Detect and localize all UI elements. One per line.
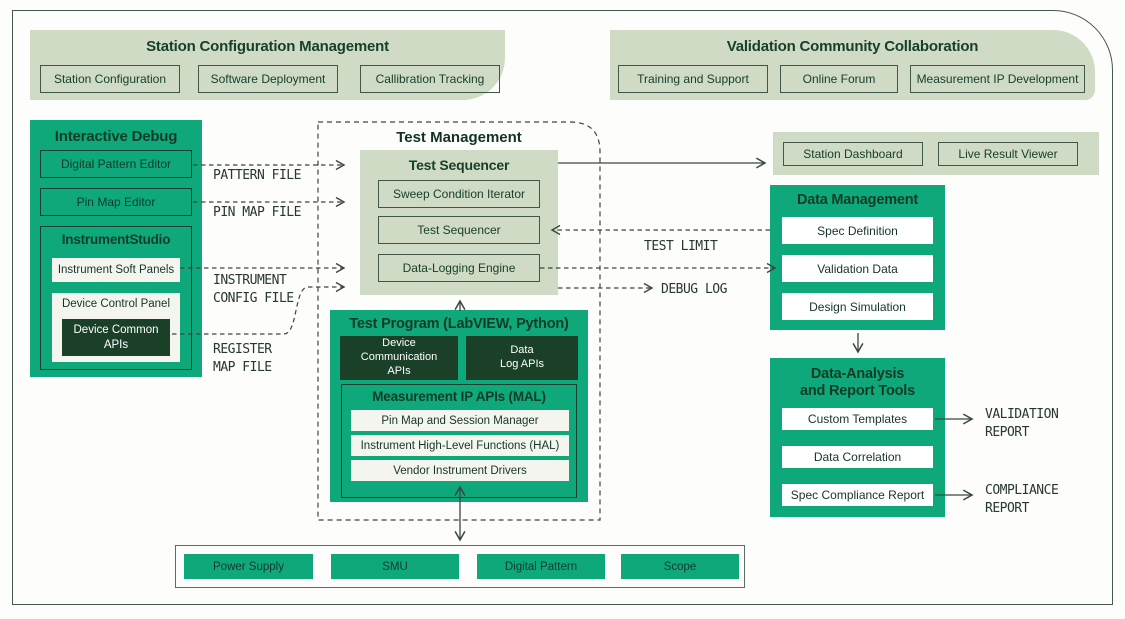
outer-frame xyxy=(12,10,1113,605)
validation-report-label: VALIDATION REPORT xyxy=(985,407,1059,441)
data-analysis-title: Data-Analysis and Report Tools xyxy=(800,366,915,400)
test-sequencer-box: Test Sequencer xyxy=(378,216,540,244)
test-limit-label: TEST LIMIT xyxy=(644,239,718,254)
test-management-title: Test Management xyxy=(396,129,522,146)
spec-definition-box: Spec Definition xyxy=(782,217,933,244)
data-log-apis-box: Data Log APIs xyxy=(466,336,578,380)
instrument-studio-container: InstrumentStudio Instrument Soft Panels … xyxy=(40,226,192,370)
interactive-debug-title: Interactive Debug xyxy=(54,128,178,145)
device-communication-apis-box: Device Communication APIs xyxy=(340,336,458,380)
measurement-ip-apis-title: Measurement IP APIs (MAL) xyxy=(372,389,546,404)
validation-community-collaboration-title: Validation Community Collaboration xyxy=(726,38,979,55)
vendor-instrument-drivers-box: Vendor Instrument Drivers xyxy=(351,460,569,481)
test-program-panel: Test Program (LabVIEW, Python) Device Co… xyxy=(330,310,588,502)
station-configuration-management-band: Station Configuration Management Station… xyxy=(30,30,505,100)
digital-pattern-box: Digital Pattern xyxy=(477,554,605,579)
station-configuration-box: Station Configuration xyxy=(40,65,180,93)
dashboard-band: Station Dashboard Live Result Viewer xyxy=(773,132,1099,175)
validation-community-collaboration-band: Validation Community Collaboration Train… xyxy=(610,30,1095,100)
instrument-config-file-label: INSTRUMENT CONFIG FILE xyxy=(213,273,294,307)
smu-box: SMU xyxy=(331,554,459,579)
station-dashboard-box: Station Dashboard xyxy=(783,142,923,166)
data-logging-engine-box: Data-Logging Engine xyxy=(378,254,540,282)
measurement-ip-apis-container: Measurement IP APIs (MAL) Pin Map and Se… xyxy=(341,384,577,498)
data-correlation-box: Data Correlation xyxy=(782,446,933,468)
pin-map-session-manager-box: Pin Map and Session Manager xyxy=(351,410,569,431)
data-analysis-panel: Data-Analysis and Report Tools Custom Te… xyxy=(770,358,945,517)
pin-map-file-label: PIN MAP FILE xyxy=(213,205,301,220)
device-control-panel-title: Device Control Panel xyxy=(61,298,171,310)
online-forum-box: Online Forum xyxy=(780,65,898,93)
instrument-studio-title: InstrumentStudio xyxy=(61,232,171,247)
test-sequencer-title: Test Sequencer xyxy=(408,157,510,173)
spec-compliance-report-box: Spec Compliance Report xyxy=(782,484,933,506)
callibration-tracking-box: Callibration Tracking xyxy=(360,65,500,93)
validation-data-box: Validation Data xyxy=(782,255,933,282)
design-simulation-box: Design Simulation xyxy=(782,293,933,320)
training-and-support-box: Training and Support xyxy=(618,65,768,93)
compliance-report-label: COMPLIANCE REPORT xyxy=(985,483,1059,517)
custom-templates-box: Custom Templates xyxy=(782,408,933,430)
sweep-condition-iterator-box: Sweep Condition Iterator xyxy=(378,180,540,208)
data-management-title: Data Management xyxy=(796,192,919,208)
debug-log-label: DEBUG LOG xyxy=(661,282,727,297)
digital-pattern-editor-box: Digital Pattern Editor xyxy=(40,150,192,178)
pattern-file-label: PATTERN FILE xyxy=(213,168,301,183)
interactive-debug-panel: Interactive Debug Digital Pattern Editor… xyxy=(30,120,202,377)
instrument-soft-panels-box: Instrument Soft Panels xyxy=(52,258,180,282)
instrument-high-level-functions-box: Instrument High-Level Functions (HAL) xyxy=(351,435,569,456)
station-configuration-management-title: Station Configuration Management xyxy=(146,38,389,55)
scope-box: Scope xyxy=(621,554,739,579)
software-deployment-box: Software Deployment xyxy=(198,65,338,93)
measurement-ip-development-box: Measurement IP Development xyxy=(910,65,1085,93)
live-result-viewer-box: Live Result Viewer xyxy=(938,142,1078,166)
power-supply-box: Power Supply xyxy=(184,554,313,579)
register-map-file-label: REGISTER MAP FILE xyxy=(213,342,272,376)
device-common-apis-box: Device Common APIs xyxy=(62,319,170,356)
instruments-container: Power Supply SMU Digital Pattern Scope xyxy=(175,545,745,588)
pin-map-editor-box: Pin Map Editor xyxy=(40,188,192,216)
test-program-title: Test Program (LabVIEW, Python) xyxy=(349,316,569,332)
test-sequencer-container: Test Sequencer Sweep Condition Iterator … xyxy=(360,150,558,295)
data-management-panel: Data Management Spec Definition Validati… xyxy=(770,185,945,330)
